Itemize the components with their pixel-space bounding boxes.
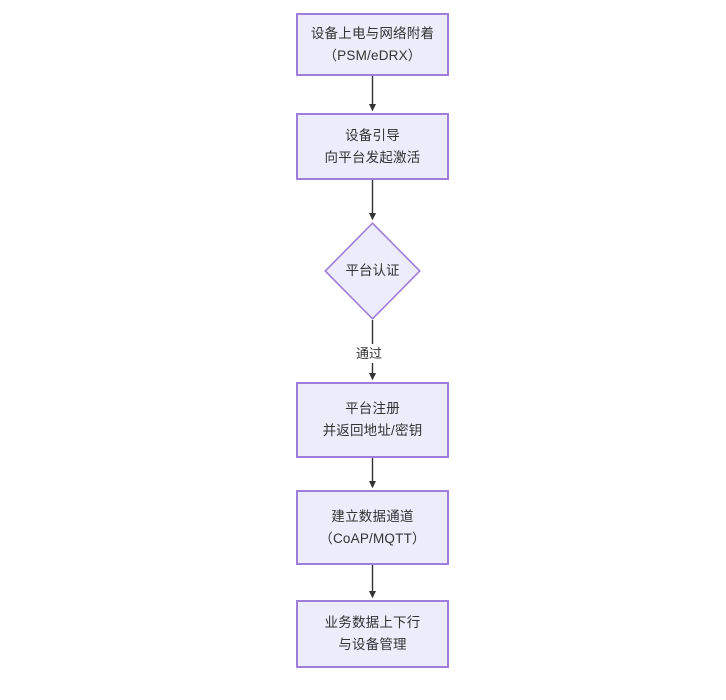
node-line: 平台认证 [345,263,400,278]
diamond-shape [324,222,421,320]
node-line: （PSM/eDRX） [323,47,422,63]
node-line: 设备引导 [345,127,400,143]
node-device-bootstrap[interactable]: 设备引导 向平台发起激活 [296,113,449,180]
node-line: （CoAP/MQTT） [319,530,426,546]
node-line: 与设备管理 [338,637,407,652]
node-line: 向平台发起激活 [324,149,421,165]
edge-label-pass: 通过 [354,344,385,363]
node-platform-registration[interactable]: 平台注册 并返回地址/密钥 [296,382,449,458]
node-line: 建立数据通道 [331,508,414,524]
node-service-data-and-device-management[interactable]: 业务数据上下行 与设备管理 [296,600,449,668]
node-line: 并返回地址/密钥 [322,423,423,438]
node-line: 业务数据上下行 [324,615,421,630]
node-line: 平台注册 [345,401,400,416]
node-establish-data-channel[interactable]: 建立数据通道 （CoAP/MQTT） [296,490,449,565]
node-device-power-on[interactable]: 设备上电与网络附着 （PSM/eDRX） [296,13,449,76]
node-platform-authentication-decision[interactable]: 平台认证 [324,222,421,320]
node-line: 设备上电与网络附着 [310,25,435,41]
